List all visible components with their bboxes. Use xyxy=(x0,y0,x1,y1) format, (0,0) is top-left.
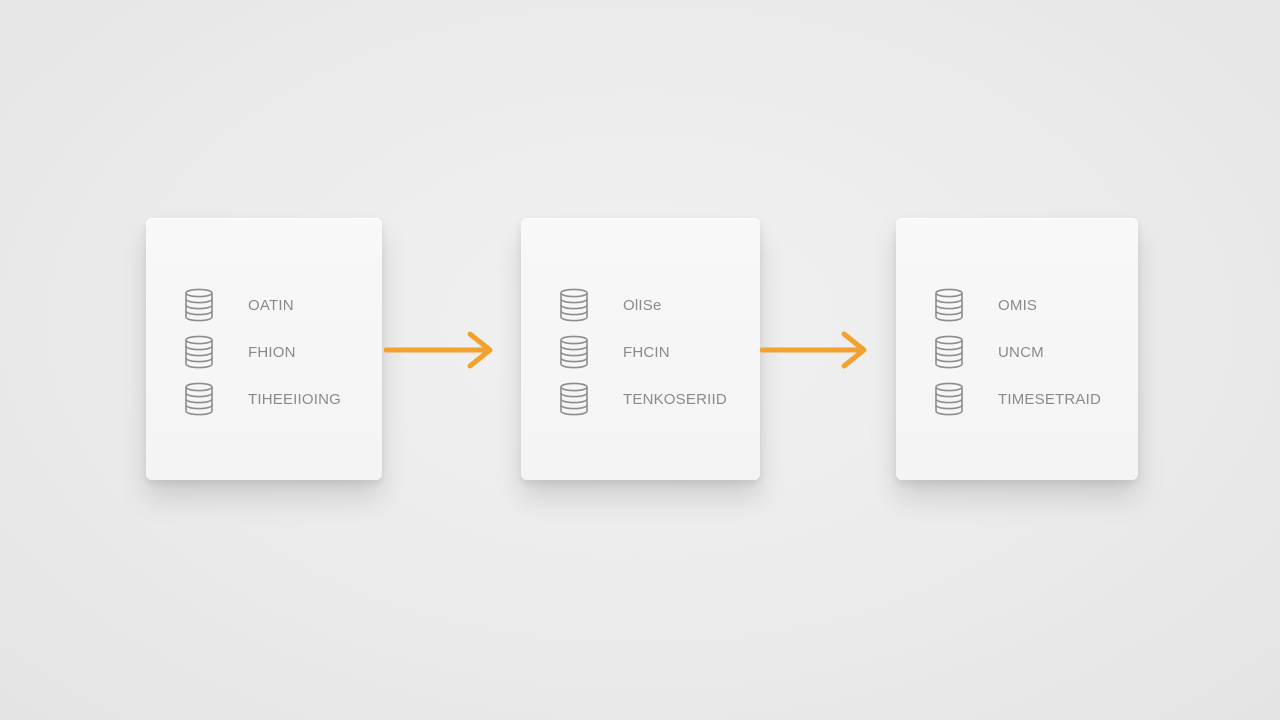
node-row-label: TIHEEIIOING xyxy=(248,391,342,408)
node-row: TIHEEIIOING xyxy=(184,382,341,416)
database-icon xyxy=(560,382,588,416)
node-row: UNCM xyxy=(934,335,1044,369)
node-row-label: OATIN xyxy=(248,297,294,314)
node-row-label: TIMESETRAID xyxy=(998,391,1102,408)
node-row-label: FHION xyxy=(248,344,296,361)
node-row: OlISe xyxy=(559,288,661,322)
database-icon xyxy=(935,382,963,416)
database-icon xyxy=(935,288,963,322)
node-row: FHION xyxy=(184,335,295,369)
node-row-label: UNCM xyxy=(998,344,1044,361)
node-row: OATIN xyxy=(184,288,294,322)
database-icon xyxy=(185,382,213,416)
node-row-label: OMIS xyxy=(998,297,1038,314)
arrow-right-icon xyxy=(760,331,867,369)
node-row: OMIS xyxy=(934,288,1037,322)
node-row: FHCIN xyxy=(559,335,670,369)
node-row: TIMESETRAID xyxy=(934,382,1101,416)
database-icon xyxy=(185,288,213,322)
arrow-right-icon xyxy=(384,331,493,369)
database-icon xyxy=(560,288,588,322)
node-row-label: OlISe xyxy=(623,297,662,314)
pipeline-node-1: OATIN FHION TIHEEIIOING xyxy=(146,218,382,480)
pipeline-node-2: OlISe FHCIN TENKOSERIID xyxy=(521,218,760,480)
database-icon xyxy=(185,335,213,369)
node-row: TENKOSERIID xyxy=(559,382,727,416)
node-row-label: FHCIN xyxy=(623,344,670,361)
pipeline-node-3: OMIS UNCM TIMESETRAID xyxy=(896,218,1138,480)
database-icon xyxy=(560,335,588,369)
node-row-label: TENKOSERIID xyxy=(623,391,727,408)
database-icon xyxy=(935,335,963,369)
